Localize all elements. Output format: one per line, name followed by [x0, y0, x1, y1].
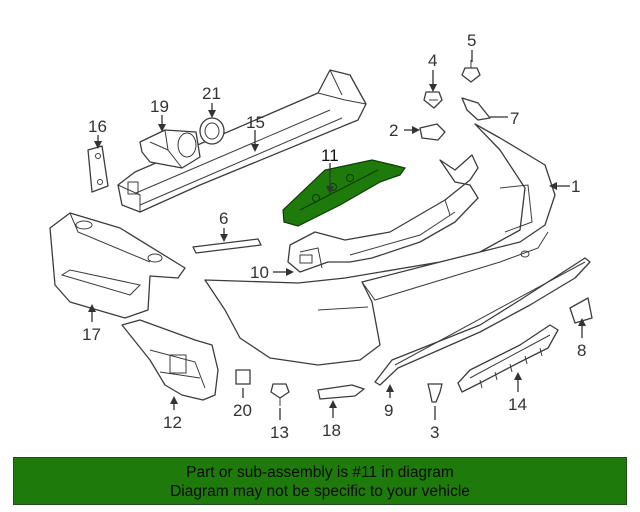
part-20-block — [235, 369, 251, 385]
leader-lines — [88, 50, 586, 420]
part-14-diffuser — [457, 324, 559, 393]
callout-3: 3 — [430, 423, 439, 442]
part-12-bracket — [121, 319, 219, 401]
info-banner: Part or sub-assembly is #11 in diagram D… — [13, 457, 627, 505]
callout-4: 4 — [428, 51, 437, 70]
part-9-trim-strip — [374, 257, 591, 386]
callout-9: 9 — [384, 401, 393, 420]
callout-19: 19 — [150, 97, 169, 116]
part-21-grommet — [199, 117, 225, 145]
banner-line-1: Part or sub-assembly is #11 in diagram — [186, 464, 454, 481]
part-7-bracket — [461, 97, 491, 121]
callout-16: 16 — [88, 117, 107, 136]
callout-14: 14 — [508, 395, 527, 414]
callout-17: 17 — [82, 325, 101, 344]
part-19-bracket — [139, 129, 201, 169]
part-8-trim — [569, 297, 593, 324]
part-18-reflector — [317, 384, 365, 400]
part-16-plate — [87, 145, 109, 193]
callout-11: 11 — [321, 146, 339, 165]
callout-5: 5 — [467, 31, 476, 50]
callout-13: 13 — [270, 423, 289, 442]
callout-12: 12 — [163, 413, 182, 432]
part-5-bolt — [461, 60, 481, 83]
callout-20: 20 — [233, 401, 252, 420]
callout-2: 2 — [389, 121, 398, 140]
part-15-reinforcement-beam — [117, 69, 367, 213]
part-3-clip — [427, 383, 443, 403]
callout-15: 15 — [246, 113, 265, 132]
part-6-strip — [192, 238, 262, 254]
callout-21: 21 — [202, 84, 221, 103]
part-10-carrier — [287, 154, 479, 273]
part-11-highlighted — [282, 159, 407, 227]
callout-10: 10 — [250, 263, 269, 282]
callout-8: 8 — [577, 341, 586, 360]
banner-line-2: Diagram may not be specific to your vehi… — [170, 483, 470, 500]
callout-7: 7 — [510, 109, 519, 128]
part-1-bumper-cover — [204, 123, 556, 366]
callout-1: 1 — [571, 177, 580, 196]
part-17-air-guide — [49, 212, 186, 319]
parts-diagram: 11 15 19 21 16 6 10 17 2 4 5 7 1 8 9 14 … — [49, 31, 593, 442]
callout-18: 18 — [322, 421, 341, 440]
callout-6: 6 — [219, 209, 228, 228]
callout-labels: 11 15 19 21 16 6 10 17 2 4 5 7 1 8 9 14 … — [82, 31, 586, 442]
part-2-clip — [419, 123, 446, 141]
part-13-bolt — [270, 383, 290, 406]
part-4-push-clip — [423, 91, 443, 109]
